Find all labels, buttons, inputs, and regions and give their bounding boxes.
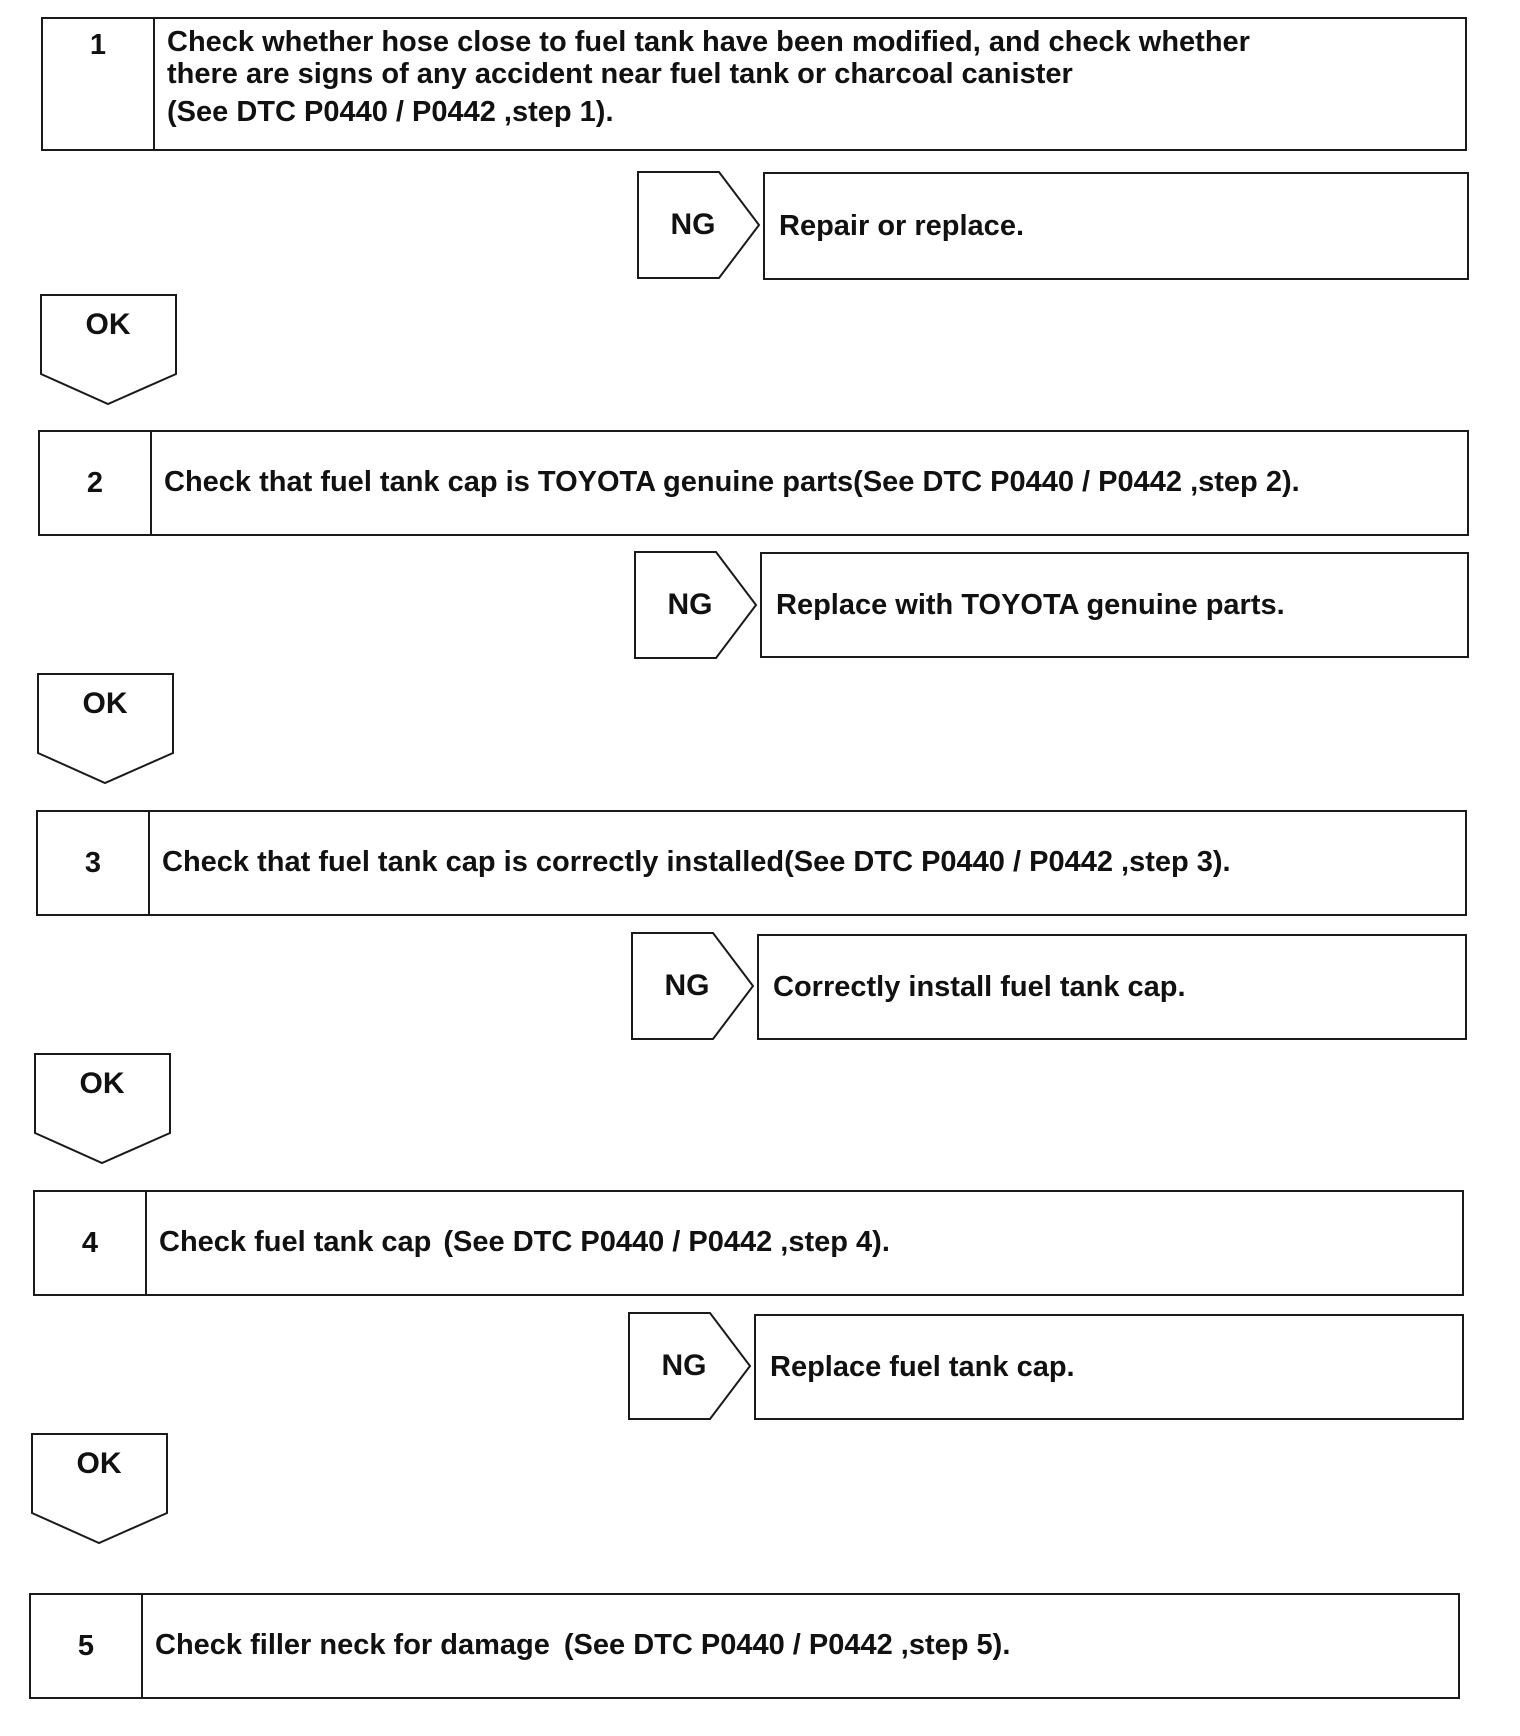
step-2-box: 2 Check that fuel tank cap is TOYOTA gen… [38, 430, 1469, 536]
step-3-ok-tag: OK [34, 1053, 172, 1165]
ok-down-arrow-shape [40, 294, 177, 406]
step-3-ng-tag: NG [631, 932, 756, 1040]
ok-down-arrow-shape [34, 1053, 171, 1165]
step-4-ok-label: OK [76, 1447, 122, 1480]
step-3-text-main: Check that fuel tank cap is correctly in… [162, 846, 785, 879]
step-5-text-main: Check filler neck for damage [155, 1629, 550, 1662]
step-2-ng-label: NG [667, 588, 713, 621]
ng-arrow-shape [628, 1312, 752, 1420]
step-3-ok-label: OK [79, 1067, 125, 1100]
step-3-ng-label: NG [664, 969, 710, 1002]
step-2-ok-label: OK [82, 687, 128, 720]
step-4-text-main: Check fuel tank cap [159, 1226, 432, 1259]
step-1-text-line-2: there are signs of any accident near fue… [167, 57, 1073, 90]
step-1-ng-tag: NG [637, 171, 762, 279]
step-4-reference: (See DTC P0440 / P0442 ,step 4). [443, 1226, 890, 1259]
step-4-ng-action: Replace fuel tank cap. [754, 1314, 1464, 1420]
step-2-reference: (See DTC P0440 / P0442 ,step 2). [853, 466, 1300, 499]
step-2-ok-tag: OK [37, 673, 175, 785]
step-4-text: Check fuel tank cap (See DTC P0440 / P04… [147, 1192, 1462, 1294]
step-3-box: 3 Check that fuel tank cap is correctly … [36, 810, 1467, 916]
step-1-text-line-1: Check whether hose close to fuel tank ha… [167, 26, 1250, 58]
step-2-ng-tag: NG [634, 551, 759, 659]
step-1-reference: (See DTC P0440 / P0442 ,step 1). [167, 95, 614, 128]
step-3-reference: (See DTC P0440 / P0442 ,step 3). [784, 846, 1231, 879]
step-2-text-main: Check that fuel tank cap is TOYOTA genui… [164, 466, 854, 499]
step-4-ng-label: NG [661, 1349, 707, 1382]
step-1-ng-action: Repair or replace. [763, 172, 1469, 280]
step-4-ok-tag: OK [31, 1433, 169, 1545]
step-1-ok-tag: OK [40, 294, 178, 406]
step-5-text: Check filler neck for damage (See DTC P0… [143, 1595, 1458, 1697]
step-3-text: Check that fuel tank cap is correctly in… [150, 812, 1465, 914]
step-1-ok-label: OK [85, 308, 131, 341]
step-4-box: 4 Check fuel tank cap (See DTC P0440 / P… [33, 1190, 1464, 1296]
step-5-number: 5 [31, 1595, 143, 1697]
step-5-reference: (See DTC P0440 / P0442 ,step 5). [563, 1629, 1011, 1662]
ng-arrow-shape [634, 551, 758, 659]
step-1-text: Check whether hose close to fuel tank ha… [155, 19, 1465, 149]
ok-down-arrow-shape [31, 1433, 168, 1545]
step-2-number: 2 [40, 432, 152, 534]
step-4-number: 4 [35, 1192, 147, 1294]
ok-down-arrow-shape [37, 673, 174, 785]
step-2-ng-action: Replace with TOYOTA genuine parts. [760, 552, 1469, 658]
step-1-ng-label: NG [670, 208, 716, 241]
step-4-ng-tag: NG [628, 1312, 753, 1420]
step-1-box: 1 Check whether hose close to fuel tank … [41, 17, 1467, 151]
step-3-ng-action: Correctly install fuel tank cap. [757, 934, 1467, 1040]
step-5-box: 5 Check filler neck for damage (See DTC … [29, 1593, 1460, 1699]
step-2-text: Check that fuel tank cap is TOYOTA genui… [152, 432, 1467, 534]
ng-arrow-shape [631, 932, 755, 1040]
step-3-number: 3 [38, 812, 150, 914]
ng-arrow-shape [637, 171, 761, 279]
step-1-number: 1 [43, 19, 155, 149]
